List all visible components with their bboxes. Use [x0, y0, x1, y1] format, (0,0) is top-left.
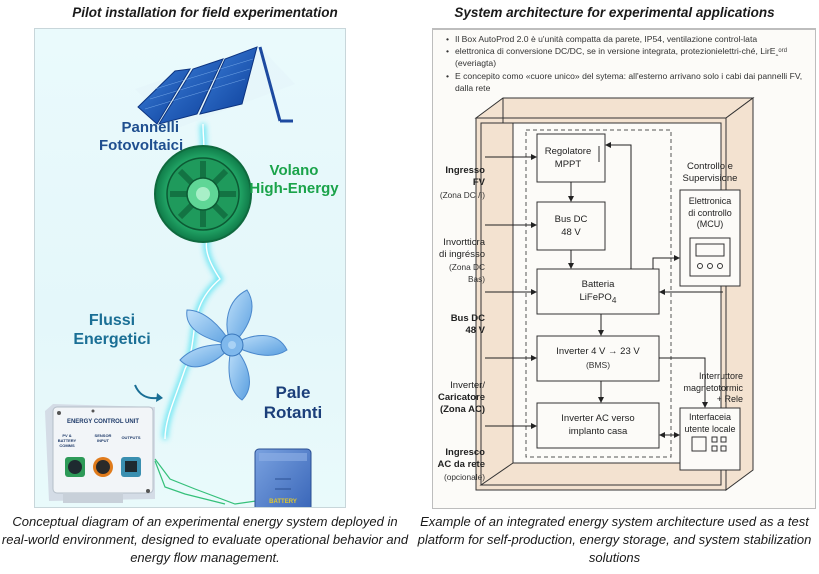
solar-panel-icon [135, 46, 295, 129]
side-label-line1: Ingresso [445, 165, 485, 176]
solar-panels-label: Pannelli Fotovoltaici [99, 119, 184, 155]
right-title-divider [432, 28, 816, 29]
side-label-line1: Invortticra [443, 237, 485, 248]
side-label-line2: Caricatore [438, 392, 485, 403]
bullet-item: E concepito como «cuore unico» del sytem… [443, 70, 808, 94]
mcu-label-line1: Elettronica [688, 196, 732, 206]
battery-block-label: Batteria LiFePO4 [537, 279, 659, 306]
side-label-note: (opcionale) [443, 472, 485, 482]
side-label-ac-grid: Ingresco AC da rete (opcionale) [433, 447, 485, 483]
side-label-note: (Zona DC Bas) [449, 262, 485, 284]
power-zone-boundary [525, 129, 672, 458]
port-label-sensor: SENSOR INPUT [94, 433, 112, 443]
port-label-outputs: OUTPUTS [121, 435, 141, 440]
flow-arrow-icon [134, 384, 158, 400]
ui-label-line1: Interfaceia [688, 412, 732, 422]
side-label-pv-input: Ingresso FV (Zona DC /i) [433, 165, 485, 201]
battery-chem-sub: 4 [611, 294, 617, 305]
bus-label-line1: Bus DC [554, 214, 588, 225]
block-user-interface [679, 407, 741, 471]
side-label-note: (Zona DC /i) [439, 190, 485, 200]
side-label-bus-dc: Bus DC 48 V [433, 313, 485, 337]
side-label-line1: Bus DC [450, 313, 485, 324]
breaker-label: Interruttore magnetotormic + Rele [669, 371, 743, 406]
description-bullets: Il Box AutoProd 2.0 è u'unità compatta d… [443, 33, 808, 94]
mcu-label-line2: di controllo [688, 207, 732, 218]
side-label-note: (Zona AC) [439, 404, 485, 415]
breaker-label-line1: Interruttore [698, 371, 743, 381]
bus-dc-label: Bus DC 48 V [537, 214, 605, 239]
blades-label-line1: Pale [275, 383, 311, 402]
side-label-line1: Ingresco [445, 447, 485, 458]
block-mppt [536, 133, 606, 183]
rotating-blades-icon [179, 289, 288, 401]
side-label-line1: Inverter/ [450, 380, 485, 391]
bullet-item: Il Box AutoProd 2.0 è u'unità compatta d… [443, 33, 808, 45]
breaker-label-line3: + Rele [716, 394, 743, 404]
mppt-label: Regolatore MPPT [537, 146, 599, 171]
flow-label-line2: Energetici [73, 331, 151, 348]
block-ac-inverter [536, 402, 660, 449]
architecture-lines [474, 97, 755, 491]
ac-inverter-label-line2: implanto casa [568, 425, 628, 437]
user-interface-label: Interfaceia utente locale [680, 412, 740, 435]
cabinet-top [474, 97, 755, 119]
mppt-label-line1: Regolatore [544, 146, 592, 157]
block-battery [536, 268, 660, 315]
battery-label-line1: Batteria [581, 279, 615, 290]
inverter-label: Inverter 4 V → 23 V (BMS) [537, 346, 659, 371]
battery-icon [254, 448, 312, 507]
side-label-inverter-charger: Inverter/ Caricatore (Zona AC) [433, 380, 485, 416]
battery-label: BATTERY [269, 499, 297, 505]
bus-label-line2: 48 V [561, 226, 581, 238]
ac-inverter-label: Inverter AC verso implanto casa [537, 413, 659, 438]
control-heading-line1: Controllo e [687, 161, 733, 172]
side-label-dc-input: Invortticra di ingrésso (Zona DC Bas) [433, 237, 485, 285]
side-label-line2: 48 V [465, 325, 485, 336]
mcu-label: Elettronica di controllo (MCU) [680, 196, 740, 231]
battery-chem: LiFePO [579, 291, 612, 303]
system-architecture-diagram: Il Box AutoProd 2.0 è u'unità compatta d… [432, 29, 816, 509]
right-caption: Example of an integrated energy system a… [417, 514, 812, 565]
illustration-canvas [45, 46, 312, 507]
inverter-label-line1: Inverter 4 V → 23 V [556, 346, 640, 357]
flywheel-icon [154, 145, 252, 243]
rotating-blades-label: Pale Rotanti [253, 383, 333, 423]
ui-label-line2: utente locale [684, 423, 736, 434]
flow-label-line1: Flussi [88, 312, 136, 329]
ac-inverter-label-line1: Inverter AC verso [561, 413, 635, 424]
solar-label-line2: Fotovoltaici [99, 137, 184, 154]
flywheel-label-line2: High-Energy [249, 180, 339, 197]
left-caption: Conceptual diagram of an experimental en… [1, 514, 409, 565]
port-label-pv-battery: PV & BATTERY COMMS [57, 433, 77, 448]
flywheel-label-line1: Volano [269, 162, 319, 179]
flywheel-label: Volano High-Energy [249, 162, 339, 198]
side-label-line2: FV [472, 177, 485, 188]
breaker-label-line2: magnetotormic [683, 382, 743, 393]
solar-label-line1: Pannelli [121, 119, 179, 136]
right-panel-title: System architecture for experimental app… [454, 5, 775, 20]
blades-label-line2: Rotanti [263, 403, 323, 422]
battery-label-line2: LiFePO4 [537, 292, 659, 306]
side-label-line2: di ingrésso [439, 249, 485, 260]
bullet-item: elettronica di conversione DC/DC, se in … [443, 45, 808, 69]
pilot-installation-illustration: Pannelli Fotovoltaici Volano High-Energy… [34, 28, 346, 508]
control-heading: Controllo e Supervisione [673, 161, 747, 184]
control-heading-line2: Supervisione [682, 172, 738, 184]
left-panel-title: Pilot installation for field experimenta… [72, 5, 338, 20]
energy-control-unit-icon [45, 404, 155, 503]
mcu-label-line3: (MCU) [696, 219, 724, 229]
mppt-label-line2: MPPT [554, 158, 582, 170]
side-label-line2: AC da rete [437, 459, 485, 470]
energy-flows-label: Flussi Energetici [67, 311, 157, 349]
inverter-label-line2: (BMS) [585, 359, 611, 370]
control-unit-title: ENERGY CONTROL UNIT [66, 419, 140, 425]
